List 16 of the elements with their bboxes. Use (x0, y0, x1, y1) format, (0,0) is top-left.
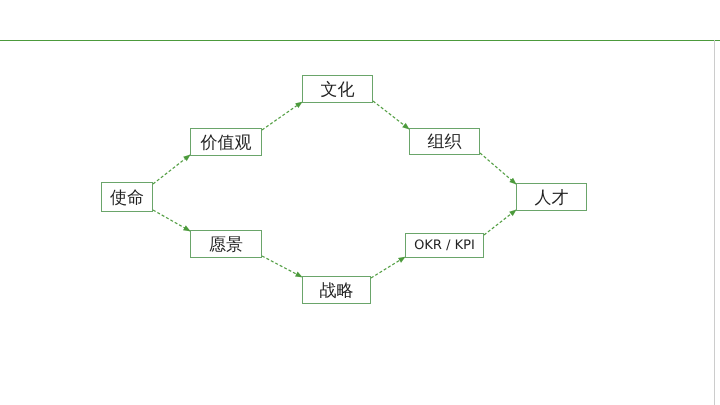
arrow (152, 154, 191, 184)
process-box: 愿景 (190, 230, 262, 258)
arrow (372, 100, 410, 130)
arrow (370, 256, 406, 279)
arrow (152, 209, 191, 232)
arrow (262, 255, 303, 278)
arrow (262, 102, 303, 130)
arrow (484, 210, 517, 236)
process-box: 文化 (302, 75, 373, 103)
process-box: 人才 (516, 183, 587, 211)
process-box: 组织 (409, 128, 480, 155)
arrow (480, 152, 517, 184)
process-box: 战略 (302, 276, 371, 304)
process-box: 使命 (101, 182, 153, 212)
process-box: 价值观 (190, 128, 262, 156)
process-box: OKR / KPI (405, 233, 484, 258)
